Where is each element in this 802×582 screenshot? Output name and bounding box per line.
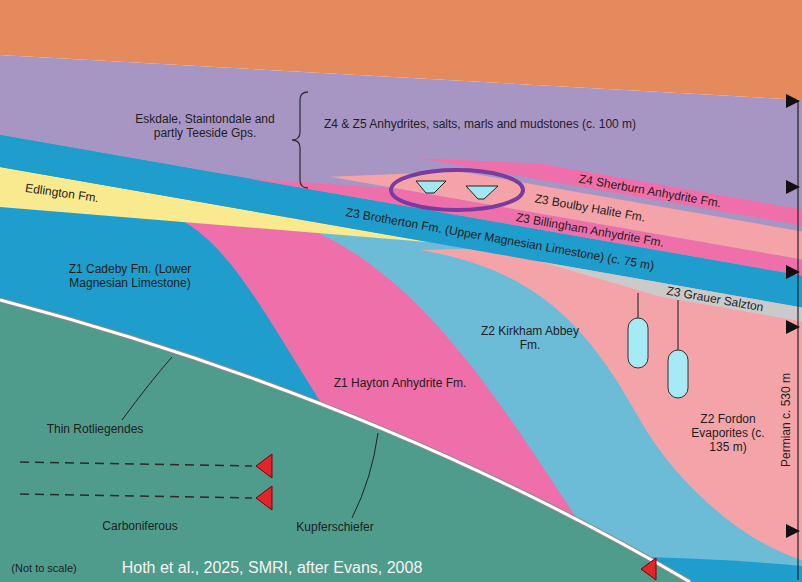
highlight-ellipse [391,170,523,210]
scale-marker [786,94,800,108]
kupferschiefer-line [0,300,690,582]
salt-cavern [628,318,648,368]
kupferschiefer-line [0,300,690,582]
unit-label: Thin Rotliegendes [47,422,144,436]
formation-label: Z1 Hayton Anhydrite Fm. [334,376,467,390]
brotherton-layer [0,135,802,307]
leader-line [122,357,172,420]
cavern-well [677,300,678,350]
sherburn-layer [420,159,802,226]
scale-marker [786,265,800,279]
salt-cavern [668,350,688,398]
formation-label: Z1 Cadeby Fm. (Lower Magnesian Limestone… [40,262,220,290]
formation-label: Z2 Kirkham Abbey Fm. [473,324,588,352]
formation-label: Edlington Fm. [24,181,99,205]
thickness-bar [797,100,798,580]
scale-marker [786,524,800,538]
formation-label: Z2 Fordon Evaporites (c. 135 m) [691,412,765,454]
fault-line [20,494,252,498]
brace [292,92,308,188]
unit-label: Carboniferous [102,519,177,533]
grauer-layer [540,262,802,322]
fault-marker [256,454,272,478]
formation-label: Z4 & Z5 Anhydrites, salts, marls and mud… [324,117,636,131]
overburden [0,0,802,100]
note-label: (Not to scale) [11,561,76,575]
cadeby-layer [0,130,802,582]
cavern-well [637,293,638,318]
scale-marker [786,180,800,194]
formation-label: Z3 Grauer Salzton [666,284,765,315]
carboniferous-layer [0,300,690,582]
cavity-shape [466,186,498,199]
leader-line [352,433,378,518]
fault-marker [641,558,656,580]
cavity-shape [416,181,446,193]
fault-line [20,462,252,466]
scale-marker [786,320,800,334]
fault-marker [256,486,272,510]
thickness-label: Permian c. 530 m [779,373,793,467]
unit-label: Kupferschiefer [296,520,373,534]
caption: Hoth et al., 2025, SMRI, after Evans, 20… [122,561,423,575]
group-label: Eskdale, Staintondale and partly Teeside… [123,112,288,140]
